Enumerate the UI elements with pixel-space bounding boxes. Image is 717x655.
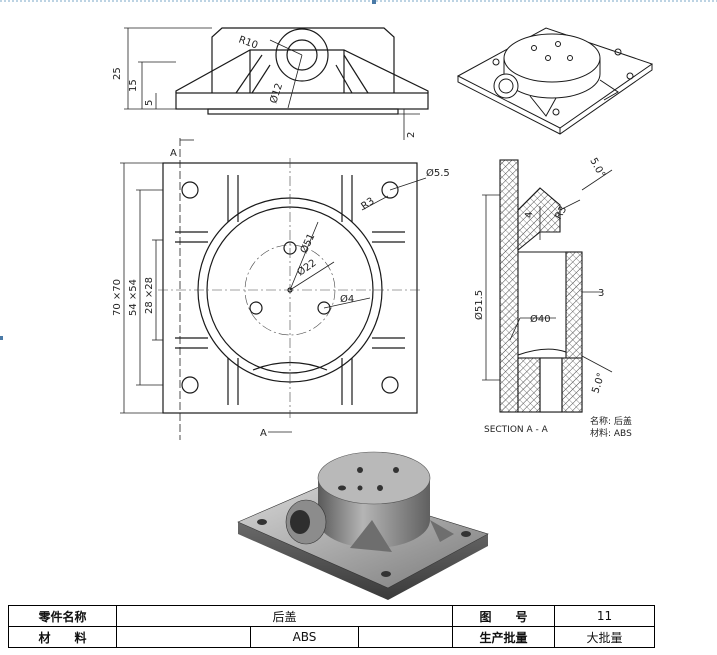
dim-section-wall: 3 <box>598 288 604 299</box>
dim-bore: Ø12 <box>267 82 285 105</box>
note-name: 名称: 后盖 <box>590 415 632 427</box>
dim-draft-top: 5.0° <box>587 156 607 180</box>
dim-hole: Ø4 <box>340 293 354 305</box>
title-block: 零件名称 后盖 图 号 11 材 料 ABS 生产批量 大批量 <box>8 605 656 648</box>
shaded-3d-model <box>237 451 489 600</box>
dim-middle: 54 ×54 <box>128 279 139 316</box>
part-name-value: 后盖 <box>115 605 454 627</box>
dim-section-lip: 4 <box>524 212 535 218</box>
material-spacer <box>116 626 251 648</box>
dim-height-mid: 15 <box>128 79 139 92</box>
dim-height-total: 25 <box>112 67 123 80</box>
title-row-1: 零件名称 后盖 图 号 11 <box>8 605 656 627</box>
section-view <box>499 159 583 413</box>
dim-section-inner: Ø40 <box>530 313 551 325</box>
dim-draft-bottom: 5.0° <box>590 372 607 395</box>
section-dimensions <box>482 169 613 381</box>
dim-outer: 70 ×70 <box>112 279 123 316</box>
material-label: 材 料 <box>8 626 117 648</box>
dim-boss: Ø51 <box>298 232 318 256</box>
material-value: ABS <box>250 626 359 648</box>
dim-inner: 28 ×28 <box>144 277 155 314</box>
batch-value: 大批量 <box>554 626 656 648</box>
elevation-view <box>175 27 429 115</box>
dim-offset: 2 <box>406 132 417 138</box>
dim-section-diameter: Ø51.5 <box>473 290 485 320</box>
dim-height-base: 5 <box>144 100 155 106</box>
part-name-label: 零件名称 <box>8 605 117 627</box>
batch-label: 生产批量 <box>452 626 556 648</box>
drawing-no-value: 11 <box>554 605 656 627</box>
section-mark-bottom: A <box>260 428 267 439</box>
dim-hole-corner: Ø5.5 <box>426 167 450 179</box>
title-row-2: 材 料 ABS 生产批量 大批量 <box>8 626 656 648</box>
note-material: 材料: ABS <box>590 427 632 439</box>
plan-dimensions <box>120 138 427 440</box>
dim-radius: R10 <box>237 34 259 51</box>
material-spacer-2 <box>357 626 454 648</box>
dim-pcd: Ø22 <box>295 257 319 279</box>
drawing-no-label: 图 号 <box>452 605 556 627</box>
isometric-line-view <box>456 27 654 135</box>
section-mark-top: A <box>170 148 177 159</box>
section-caption: SECTION A - A <box>484 425 549 435</box>
elevation-dimensions <box>124 27 420 140</box>
